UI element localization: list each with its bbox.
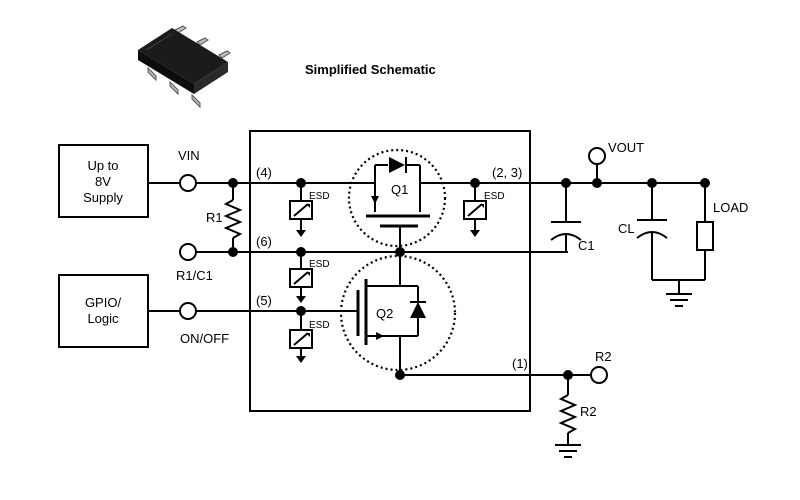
esd-label-3: ESD <box>309 320 330 331</box>
ground-icon-load <box>652 279 705 307</box>
pin-6-label: (6) <box>256 234 272 249</box>
gpio-label-line1: GPIO/ <box>85 295 122 310</box>
cl-label: CL <box>618 221 635 236</box>
r2-resistor: R2 <box>558 375 597 445</box>
onoff-label: ON/OFF <box>180 331 229 346</box>
esd-label-4: ESD <box>484 191 505 202</box>
vout-label: VOUT <box>608 140 644 155</box>
supply-label-line1: Up to <box>87 158 118 173</box>
esd-diode-2: ESD <box>289 252 330 303</box>
vin-net: VIN (4) <box>148 148 355 192</box>
ic-package-outline <box>249 130 531 412</box>
pin-1-label: (1) <box>512 356 528 371</box>
r1c1-pin-terminal <box>179 243 197 261</box>
r2-pin-label: R2 <box>595 349 612 364</box>
pin-4-label: (4) <box>256 165 272 180</box>
q1-label: Q1 <box>391 182 408 197</box>
ground-icon-r2 <box>555 444 581 458</box>
vout-net: VOUT <box>530 140 710 188</box>
gpio-logic-block: GPIO/ Logic <box>58 274 149 348</box>
r1c1-net: R1/C1 (6) <box>176 234 568 283</box>
onoff-net: ON/OFF (5) <box>148 293 346 346</box>
q1-dotted-outline <box>347 148 447 248</box>
pin-23-label: (2, 3) <box>492 165 522 180</box>
load-label: LOAD <box>713 200 748 215</box>
supply-label-line2: 8V <box>95 174 111 189</box>
supply-block: Up to 8V Supply <box>58 144 149 218</box>
cl-capacitor: CL <box>618 183 668 280</box>
supply-label-line3: Supply <box>83 190 123 205</box>
vin-label: VIN <box>178 148 200 163</box>
q2-dotted-outline <box>339 254 457 372</box>
r2-pin-terminal <box>590 366 608 384</box>
esd-label-2: ESD <box>309 259 330 270</box>
esd-diode-1: ESD <box>289 183 330 237</box>
q2-mosfet: Q2 <box>339 252 457 375</box>
vout-pin-terminal <box>588 147 606 165</box>
r2-net: (1) R2 <box>395 349 612 384</box>
q2-label: Q2 <box>376 306 393 321</box>
vin-pin-terminal <box>179 174 197 192</box>
c1-label: C1 <box>578 238 595 253</box>
gpio-label-line2: Logic <box>87 311 119 326</box>
esd-diode-4: ESD <box>463 183 505 237</box>
esd-diode-3: ESD <box>289 311 330 363</box>
r1-label: R1 <box>206 210 223 225</box>
load-resistor: LOAD <box>696 183 748 280</box>
diagram-title: Simplified Schematic <box>305 62 436 77</box>
vout-internal-net: (2, 3) <box>470 165 530 188</box>
esd-label-1: ESD <box>309 191 330 202</box>
r1-resistor: R1 <box>206 183 243 257</box>
pin-5-label: (5) <box>256 293 272 308</box>
c1-capacitor: C1 <box>550 183 595 253</box>
q1-mosfet: Q1 <box>347 148 475 252</box>
r1c1-label: R1/C1 <box>176 268 213 283</box>
chip-package-icon <box>138 25 231 109</box>
onoff-pin-terminal <box>179 302 197 320</box>
r2-label: R2 <box>580 404 597 419</box>
